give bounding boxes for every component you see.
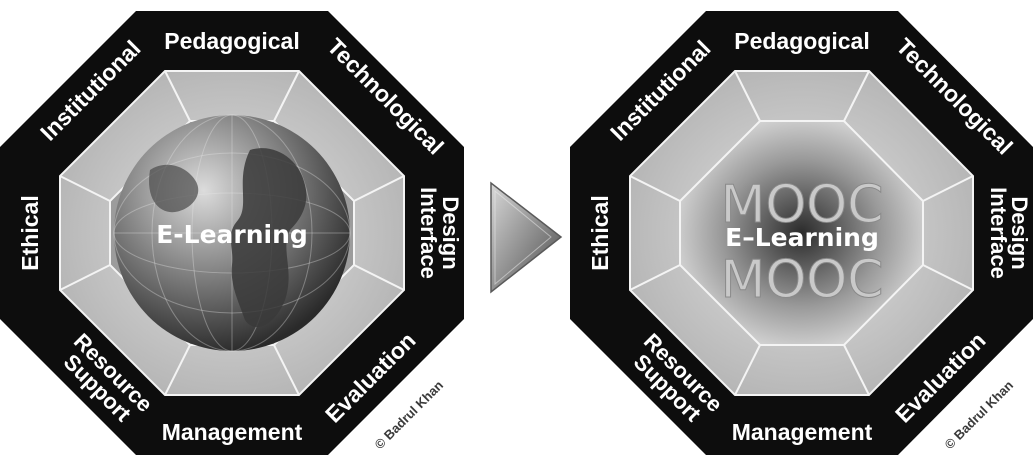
globe-icon [113, 114, 351, 352]
left-label-ethical: Ethical [17, 195, 43, 270]
right-mooc-top: MOOC [720, 175, 883, 235]
left-label-management: Management [162, 419, 303, 445]
right-ring-dividers [629, 70, 974, 396]
left-label-pedagogical: Pedagogical [164, 28, 299, 54]
right-label-pedagogical: Pedagogical [734, 28, 869, 54]
left-octagon-diagram: E-Learning Pedagogical Technological Int… [0, 11, 464, 455]
right-mooc-bottom: MOOC [720, 250, 883, 310]
right-label-management: Management [732, 419, 873, 445]
right-label-ethical: Ethical [587, 195, 613, 270]
right-label-design: Design [1007, 196, 1032, 269]
left-label-design: Design [438, 196, 463, 269]
right-center-label: E–Learning [725, 223, 879, 252]
right-triangle-arrow-icon [490, 181, 563, 294]
right-octagon-diagram: MOOC E–Learning MOOC Pedagogical Technol… [570, 11, 1033, 455]
left-center-label: E-Learning [156, 220, 308, 249]
right-label-interface: Interface [986, 187, 1011, 279]
left-ring-dividers [59, 70, 405, 396]
left-label-interface: Interface [416, 187, 441, 279]
